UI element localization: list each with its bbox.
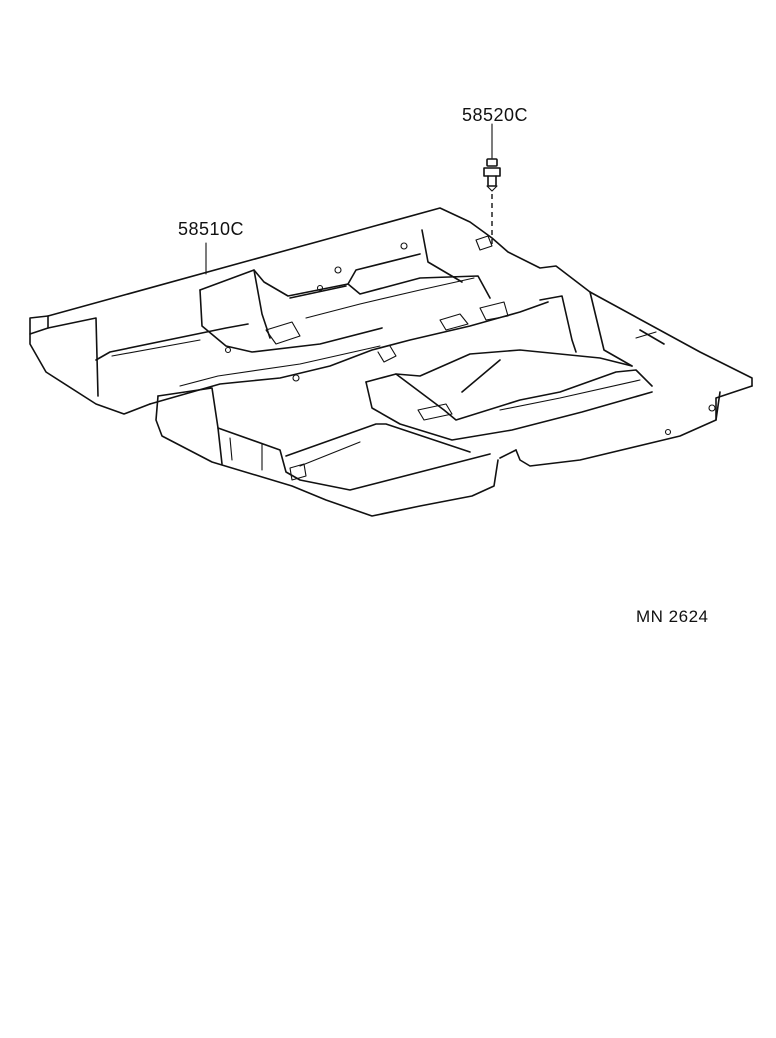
callout-58510c: 58510C — [178, 219, 245, 239]
floor-carpet-58510c — [29, 207, 753, 517]
clip-58520c — [483, 158, 501, 192]
diagram-code: MN 2624 — [636, 607, 709, 626]
callout-58520c: 58520C — [462, 105, 529, 125]
